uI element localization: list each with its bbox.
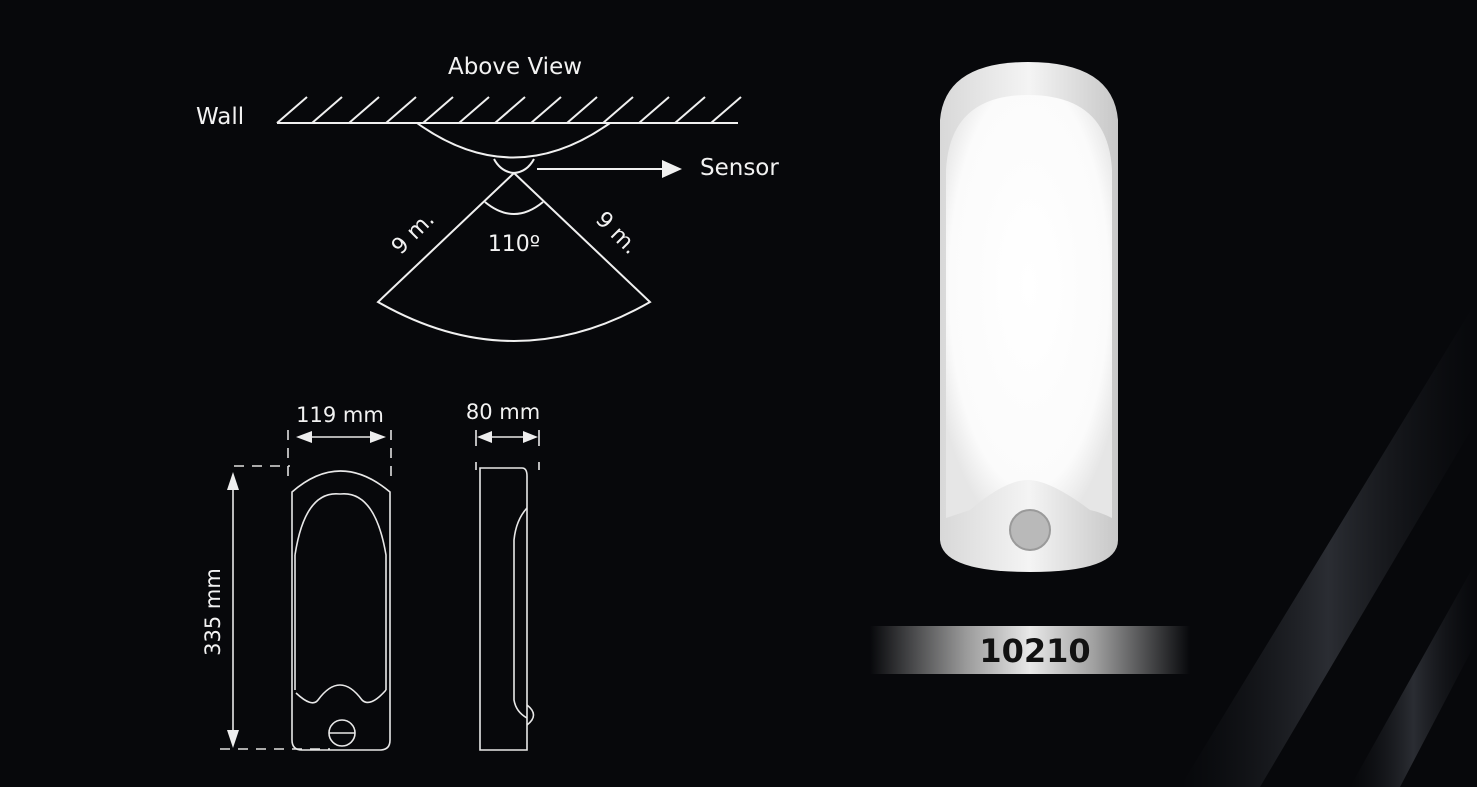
model-number: 10210 <box>979 632 1090 670</box>
model-band <box>870 626 1190 674</box>
front-view-outline <box>291 470 391 751</box>
wall-hatching <box>276 96 742 124</box>
detection-angle: 110º <box>488 232 540 257</box>
wall-label: Wall <box>196 104 244 130</box>
background-light-streaks <box>1180 300 1477 787</box>
lamp-outline-top <box>416 122 611 159</box>
sensor-dome <box>493 158 535 175</box>
depth-arrow <box>477 431 538 443</box>
depth-label: 80 mm <box>466 400 540 424</box>
angle-arc <box>484 201 544 215</box>
sensor-label: Sensor <box>700 155 779 181</box>
above-view-diagram: Above View Wall Sensor 110º 9 m. <box>196 54 779 342</box>
motion-sensor-lens <box>1009 509 1051 551</box>
width-arrow <box>296 431 386 443</box>
side-view-outline <box>479 467 535 751</box>
sensor-arrow <box>537 160 682 178</box>
height-label: 335 mm <box>201 568 225 656</box>
dimension-diagram: 119 mm 80 mm 335 mm <box>201 400 540 751</box>
detection-zone <box>376 171 652 342</box>
height-arrow <box>227 472 239 748</box>
product-photo: 10210 <box>870 62 1190 674</box>
width-label: 119 mm <box>296 403 384 427</box>
above-view-title: Above View <box>448 54 582 80</box>
